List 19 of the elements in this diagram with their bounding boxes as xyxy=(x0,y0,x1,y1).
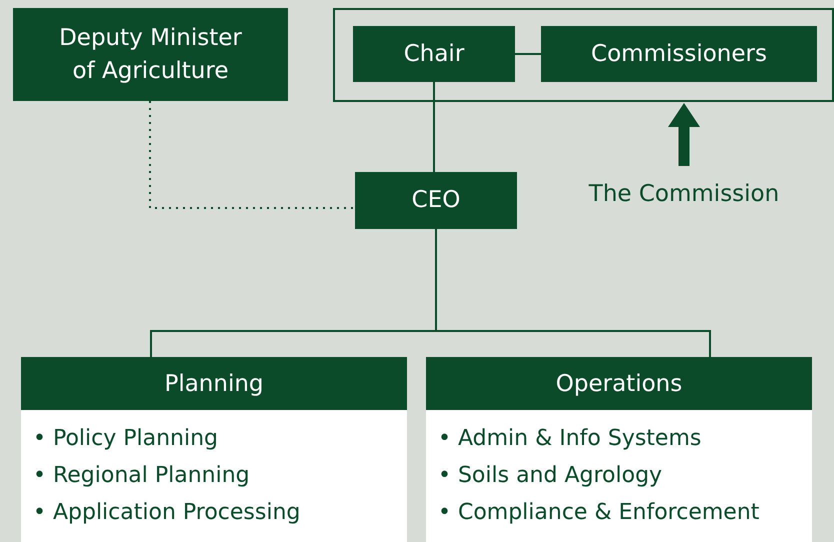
role-box: Chair xyxy=(353,26,515,82)
list-item: • Policy Planning xyxy=(33,425,220,453)
group-label: The Commission xyxy=(578,178,790,210)
list-item: • Soils and Agrology xyxy=(438,462,664,490)
role-box: Deputy Minister of Agriculture xyxy=(13,8,288,101)
connector-line xyxy=(433,82,435,172)
role-box: CEO xyxy=(355,172,517,229)
department-header: Operations xyxy=(426,357,812,410)
role-box: Commissioners xyxy=(541,26,817,82)
list-item: • Application Processing xyxy=(33,499,302,527)
connector-line xyxy=(515,53,541,55)
list-item: • Compliance & Enforcement xyxy=(438,499,760,527)
department-header: Planning xyxy=(21,357,407,410)
list-item: • Admin & Info Systems xyxy=(438,425,702,453)
arrow xyxy=(668,103,700,166)
list-item: • Regional Planning xyxy=(33,462,251,490)
connector-line xyxy=(435,229,711,357)
connector-line xyxy=(149,101,355,209)
group-frame xyxy=(333,8,834,102)
